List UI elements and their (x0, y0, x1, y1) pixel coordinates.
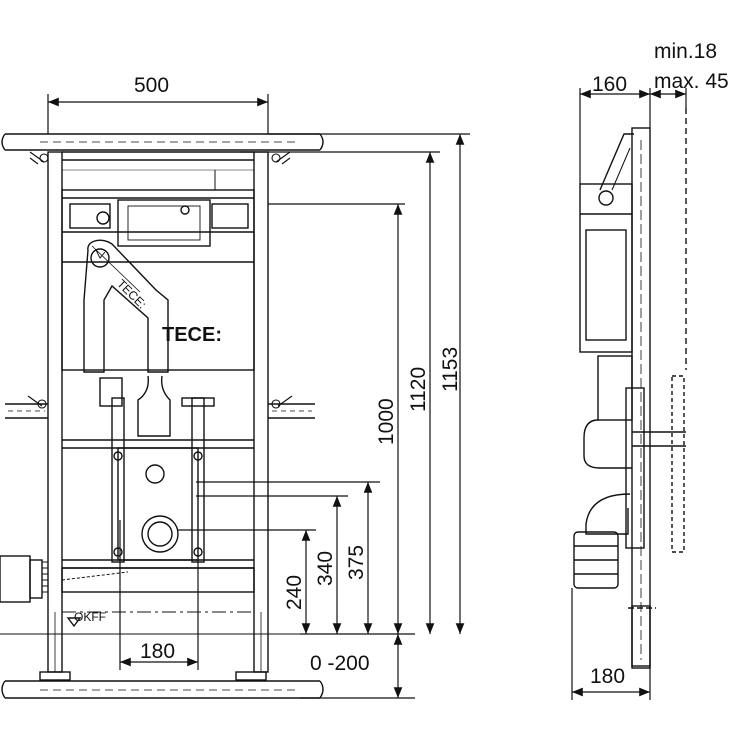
bottom-wall-strip (1, 680, 324, 699)
brand-label: TECE: (162, 324, 222, 346)
height-1153-label: 1153 (439, 347, 462, 392)
floor-marker (0, 611, 300, 635)
cistern-body (61, 169, 255, 371)
width-label: 500 (134, 74, 169, 97)
pipe-brand-label: TECE: (114, 277, 149, 312)
side-bottom-depth-label: 180 (590, 665, 625, 688)
floor-marker-label: OKFF (74, 610, 106, 624)
lower-frame (61, 375, 255, 593)
side-view (573, 108, 687, 669)
flush-pipe (83, 239, 169, 373)
top-wall-strip (1, 133, 324, 151)
waste-outlet-pipe (0, 555, 129, 603)
height-375-label: 375 (345, 545, 368, 580)
front-view (0, 133, 324, 699)
foot-adjust-label: 0 -200 (310, 652, 370, 675)
height-1120-label: 1120 (407, 367, 430, 412)
height-240-label: 240 (283, 575, 306, 610)
front-dimensions (47, 94, 470, 699)
frame-posts (39, 151, 269, 681)
height-340-label: 340 (314, 551, 337, 586)
bottom-width-label: 180 (140, 640, 175, 663)
depth-label: 160 (592, 73, 627, 96)
wall-min-label: min.18 (654, 40, 717, 63)
wall-max-label: max. 45 (654, 70, 729, 93)
height-1000-label: 1000 (375, 398, 398, 445)
side-dimensions (571, 88, 687, 700)
mid-wall-stubs (5, 403, 315, 419)
